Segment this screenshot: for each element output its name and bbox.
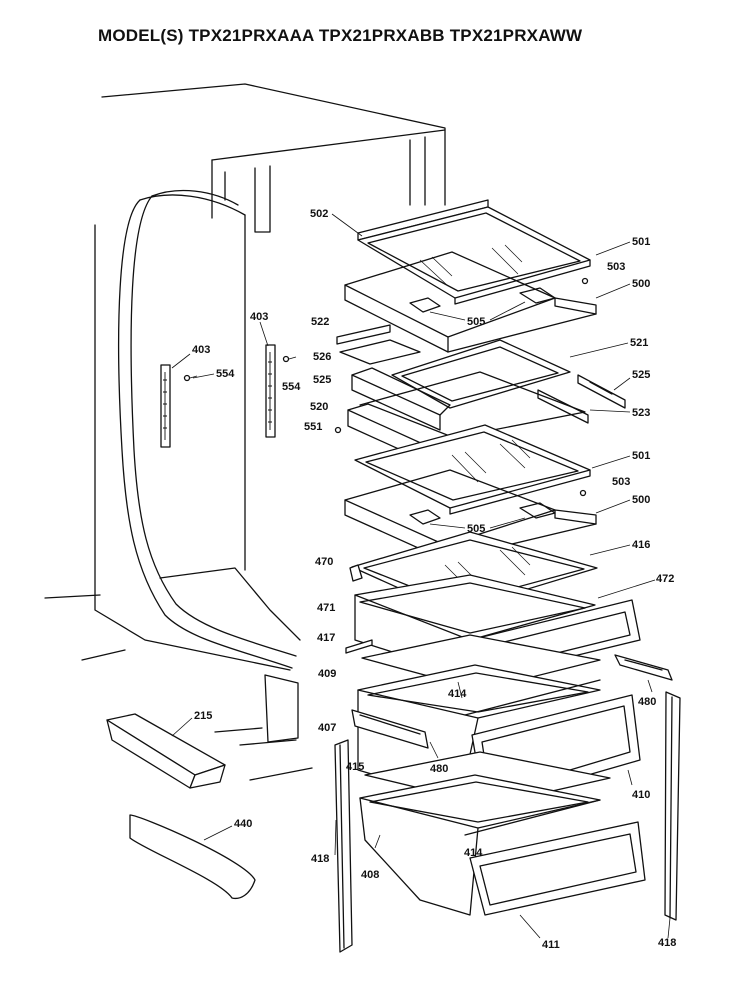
callout-501-lower: 501: [632, 450, 650, 462]
shelf-frame-500-lower: [344, 469, 597, 561]
callout-472: 472: [656, 573, 674, 585]
slide-480-right: [614, 654, 673, 681]
callout-501-top: 501: [632, 236, 650, 248]
shelf-bracket-525-left: [351, 367, 451, 431]
callout-403-right: 403: [250, 311, 268, 323]
callout-215: 215: [194, 710, 212, 722]
callout-410: 410: [632, 789, 650, 801]
door-bin-215: [106, 713, 226, 789]
clip-470: [349, 564, 363, 582]
callout-403-left: 403: [192, 344, 210, 356]
shelf-frame-523: [359, 371, 589, 441]
callout-470: 470: [315, 556, 333, 568]
callouts: 502 501 503 500 505 522 526 521 525 525 …: [171, 208, 676, 951]
callout-414-upper: 414: [448, 688, 467, 700]
callout-503-top: 503: [607, 261, 625, 273]
screw-503-lower: [579, 489, 587, 497]
callout-415: 415: [346, 761, 364, 773]
shelf-frame-500-top: [344, 251, 597, 353]
screw-503-top: [581, 277, 589, 285]
crisper-pan-408: [359, 774, 601, 916]
door-gasket: [117, 189, 297, 669]
callout-505-top: 505: [467, 316, 485, 328]
callout-521: 521: [630, 337, 648, 349]
shelf-bracket-525-right: [577, 374, 626, 409]
callout-418-left: 418: [311, 853, 329, 865]
callout-411: 411: [542, 939, 560, 951]
callout-440: 440: [234, 818, 252, 830]
glass-526: [339, 339, 421, 365]
callout-480-right: 480: [638, 696, 656, 708]
screw-554-left: [183, 374, 198, 382]
glass-shelf-top-502: [357, 199, 591, 305]
slide-407-480: [351, 709, 429, 749]
callout-500-lower: 500: [632, 494, 650, 506]
callout-554-right: 554: [282, 381, 301, 393]
rail-417: [345, 639, 373, 654]
callout-416: 416: [632, 539, 650, 551]
side-rail-418-right: [664, 691, 681, 921]
cover-414-upper: [464, 679, 601, 716]
shelf-support-left: [160, 364, 171, 448]
callout-480-center: 480: [430, 763, 448, 775]
callout-409: 409: [318, 668, 336, 680]
callout-523: 523: [632, 407, 650, 419]
rail-522: [336, 324, 391, 345]
callout-525-left: 525: [313, 374, 331, 386]
callout-520: 520: [310, 401, 328, 413]
callout-408: 408: [361, 869, 379, 881]
refrigerator-cabinet: [44, 83, 446, 781]
diagram-title: MODEL(S) TPX21PRXAAA TPX21PRXABB TPX21PR…: [98, 26, 583, 45]
callout-502: 502: [310, 208, 328, 220]
shelf-support-right: [265, 344, 276, 438]
callout-500-top: 500: [632, 278, 650, 290]
callout-417: 417: [317, 632, 335, 644]
crisper-front-411: [469, 821, 646, 916]
callout-505-lower: 505: [467, 523, 485, 535]
callout-418-right: 418: [658, 937, 676, 949]
callout-503-lower: 503: [612, 476, 630, 488]
callout-522: 522: [311, 316, 329, 328]
callout-526: 526: [313, 351, 331, 363]
glass-shelf-521: [391, 339, 571, 409]
cover-414-lower: [464, 799, 601, 836]
trim-440: [129, 814, 256, 900]
callout-551: 551: [304, 421, 322, 433]
callout-407: 407: [318, 722, 336, 734]
callout-554-left: 554: [216, 368, 235, 380]
screw-554-right: [282, 355, 297, 363]
callout-471: 471: [317, 602, 335, 614]
callout-525-right: 525: [632, 369, 650, 381]
glass-shelf-501-lower: [354, 424, 591, 515]
screw-551: [334, 426, 342, 434]
callout-414-lower: 414: [464, 847, 483, 859]
side-rail-418-left: [334, 739, 353, 953]
